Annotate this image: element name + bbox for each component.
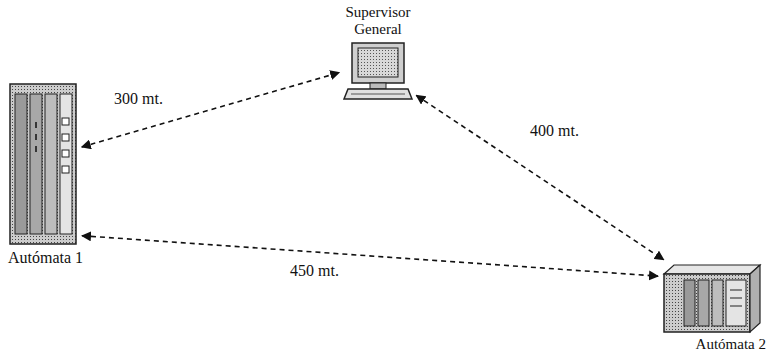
- distance-label: 450 mt.: [288, 262, 341, 280]
- plc-rack-icon: [8, 82, 78, 247]
- distance-label: 400 mt.: [528, 122, 581, 140]
- dashed-link: [416, 95, 663, 259]
- distance-label: 300 mt.: [112, 90, 165, 108]
- plc-unit: Autómata 2: [658, 262, 766, 353]
- node-label: Autómata 1: [8, 249, 108, 267]
- dashed-link: [82, 236, 658, 276]
- supervisor-station: Supervisor General: [336, 4, 420, 103]
- plc-unit: Autómata 1: [8, 82, 108, 267]
- node-label: Supervisor General: [340, 4, 416, 39]
- computer-icon: [343, 41, 413, 103]
- dashed-link: [82, 73, 339, 147]
- plc-rack-icon: [662, 262, 762, 334]
- node-label: Autómata 2: [658, 336, 766, 353]
